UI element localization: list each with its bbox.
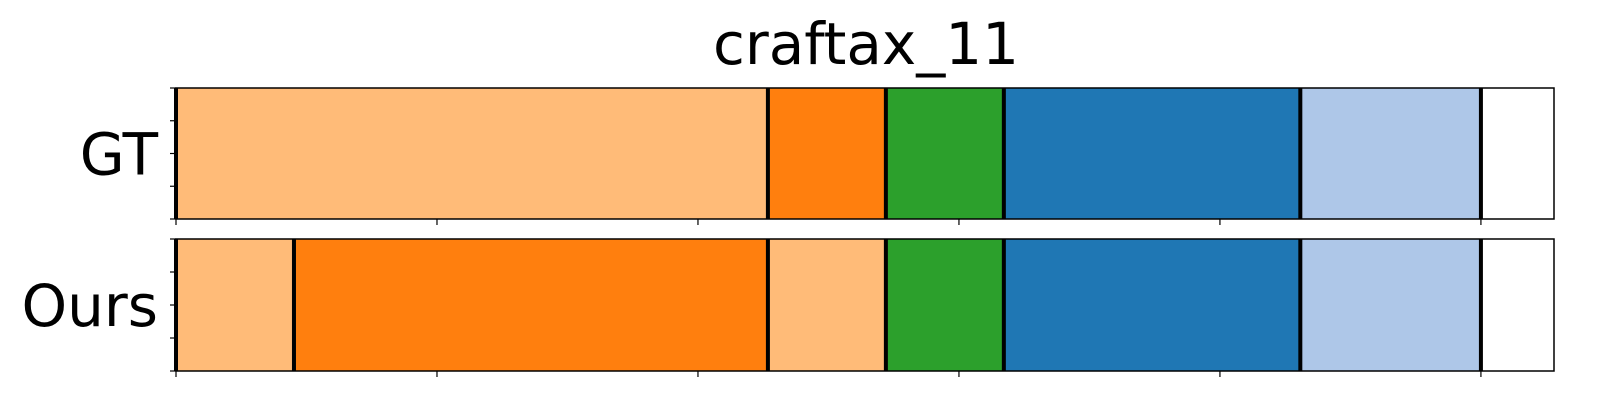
segment-ours-0 xyxy=(176,239,294,371)
segment-ours-3 xyxy=(885,239,1004,371)
segment-gt-1 xyxy=(767,88,886,219)
segment-gt-0 xyxy=(176,88,768,219)
row-label-gt: GT xyxy=(80,121,159,189)
segment-gt-4 xyxy=(1300,88,1481,219)
segment-ours-2 xyxy=(767,239,886,371)
segment-ours-4 xyxy=(1003,239,1301,371)
segment-ours-5 xyxy=(1300,239,1481,371)
row-label-ours: Ours xyxy=(22,272,158,340)
segment-ours-1 xyxy=(293,239,768,371)
segment-gt-2 xyxy=(885,88,1004,219)
chart-title: craftax_11 xyxy=(713,10,1019,78)
segment-gt-3 xyxy=(1003,88,1301,219)
panels: GT Ours xyxy=(22,87,1555,377)
